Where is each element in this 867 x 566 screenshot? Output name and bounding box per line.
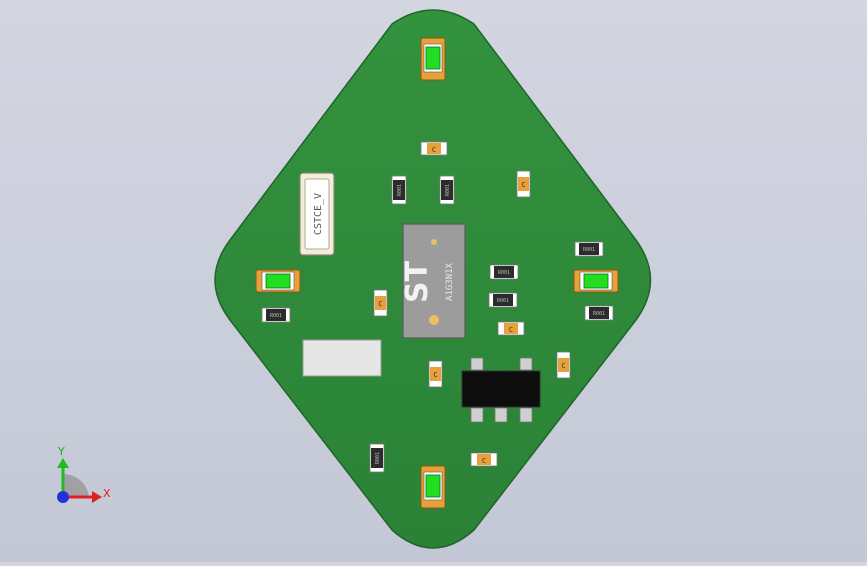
capacitor-2-marking: C [521, 181, 525, 189]
resistor-8-marking: R001 [593, 311, 605, 317]
capacitor-6-marking: C [433, 371, 437, 379]
resistor-2-marking: R001 [445, 184, 451, 196]
y-axis-arrow [57, 458, 69, 468]
led-top[interactable] [420, 37, 446, 81]
resistor-1-marking: R001 [397, 184, 403, 196]
capacitor-5-marking: C [561, 362, 565, 370]
resistor-7[interactable]: R001 [261, 307, 291, 323]
resistor-1[interactable]: R001 [391, 175, 407, 205]
axis-triad: Y X [57, 445, 111, 503]
rotation-arc [63, 473, 89, 497]
resistor-7-marking: R001 [270, 313, 282, 319]
capacitor-5[interactable]: C [556, 351, 571, 379]
capacitor-3-marking: C [378, 300, 382, 308]
resistor-2[interactable]: R001 [439, 175, 455, 205]
resistor-4[interactable]: R001 [574, 241, 604, 257]
led-right[interactable] [573, 269, 619, 293]
resistor-6[interactable]: R001 [488, 292, 518, 308]
connector-footprint[interactable] [302, 339, 382, 377]
mcu-marking: A1G3N1X [445, 262, 455, 301]
sot23-ic[interactable] [461, 357, 541, 423]
x-axis-arrow [92, 491, 102, 503]
resistor-8[interactable]: R001 [584, 305, 614, 321]
resistor-5-marking: R001 [498, 270, 510, 276]
resistor-6-marking: R001 [497, 298, 509, 304]
capacitor-1[interactable]: C [420, 141, 448, 156]
resistor-5[interactable]: R001 [489, 264, 519, 280]
capacitor-1-marking: C [432, 146, 436, 154]
pin1-dot [429, 315, 439, 325]
capacitor-7-marking: C [482, 457, 486, 465]
capacitor-2[interactable]: C [516, 170, 531, 198]
led-left[interactable] [255, 269, 301, 293]
mcu-brand-logo: ST [400, 260, 435, 303]
capacitor-4[interactable]: C [497, 321, 525, 336]
capacitor-4-marking: C [509, 326, 513, 334]
crystal-resonator[interactable]: CSTCE_V [299, 172, 335, 256]
resistor-3[interactable]: R001 [369, 443, 385, 473]
resistor-3-marking: R001 [375, 452, 381, 464]
y-axis-label: Y [57, 445, 65, 458]
crystal-marking: CSTCE_V [313, 193, 324, 235]
capacitor-7[interactable]: C [470, 452, 498, 467]
x-axis-label: X [103, 487, 111, 500]
mcu-chip[interactable]: ST A1G3N1X [400, 223, 466, 339]
capacitor-3[interactable]: C [373, 289, 388, 317]
led-bottom[interactable] [420, 465, 446, 509]
z-axis-origin [57, 491, 69, 503]
resistor-4-marking: R001 [583, 247, 595, 253]
pin1-marker [431, 239, 437, 245]
capacitor-6[interactable]: C [428, 360, 443, 388]
